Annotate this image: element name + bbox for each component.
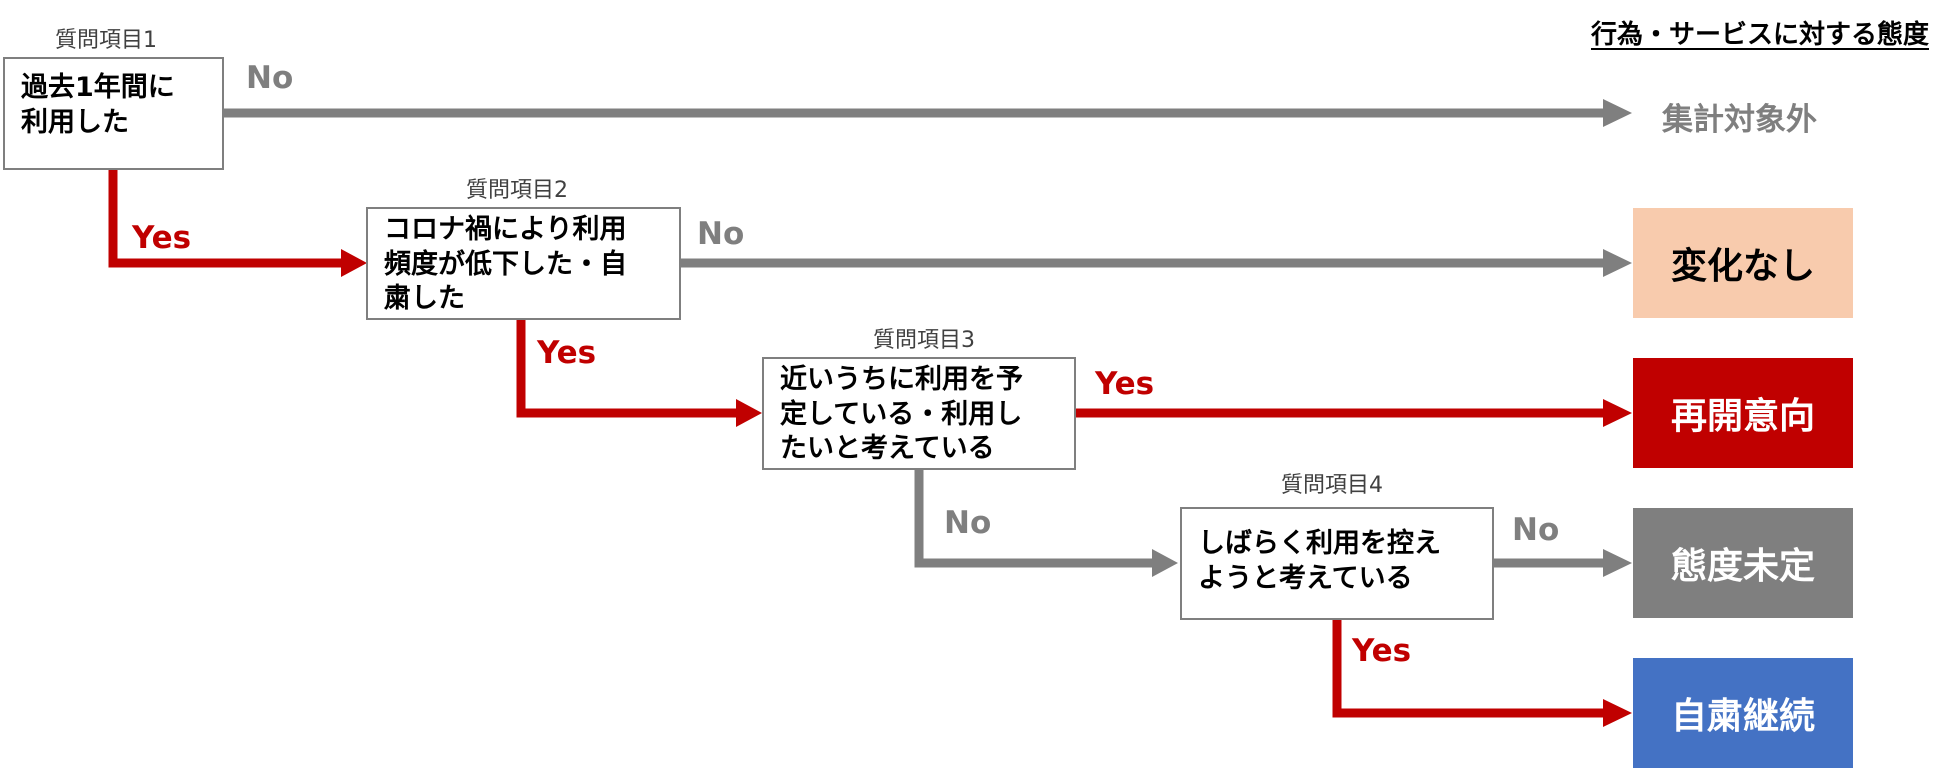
question-2-line-2: 頻度が低下した・自	[384, 248, 627, 280]
outcome-undecided: 態度未定	[1633, 508, 1853, 618]
q1-no-connector	[224, 99, 1632, 127]
question-3-line-2: 定している・利用し	[780, 398, 1023, 430]
q2-yes-label: Yes	[537, 335, 597, 371]
question-4-label: 質問項目4	[1281, 473, 1383, 498]
q1-yes-label: Yes	[132, 220, 192, 256]
question-4-line-1: しばらく利用を控え	[1198, 528, 1441, 559]
q4-no-connector	[1494, 549, 1632, 577]
outcome-no-change: 変化なし	[1633, 208, 1853, 318]
question-1-line-1: 過去1年間に	[21, 72, 175, 103]
question-1-label: 質問項目1	[55, 28, 157, 53]
q1-yes-connector	[108, 170, 367, 277]
q3-no-connector	[914, 470, 1178, 577]
q3-yes-connector	[1076, 399, 1632, 427]
outcome-continue-restraint: 自粛継続	[1633, 658, 1853, 768]
question-3-line-3: たいと考えている	[780, 433, 995, 465]
q3-yes-label: Yes	[1095, 366, 1155, 402]
question-4-box: しばらく利用を控え ようと考えている	[1180, 507, 1494, 620]
q2-no-label: No	[697, 216, 745, 252]
question-2-label: 質問項目2	[466, 178, 568, 203]
q4-yes-label: Yes	[1352, 633, 1412, 669]
q2-yes-connector	[516, 320, 762, 427]
question-2-box: コロナ禍により利用 頻度が低下した・自 粛した	[366, 207, 681, 320]
question-2-line-1: コロナ禍により利用	[384, 214, 627, 245]
question-3-label: 質問項目3	[873, 328, 975, 353]
legend-title: 行為・サービスに対する態度	[1590, 20, 1929, 50]
outcome-excluded: 集計対象外	[1662, 102, 1817, 138]
q4-yes-connector	[1332, 620, 1632, 727]
q4-no-label: No	[1512, 512, 1560, 548]
question-1-line-2: 利用した	[21, 106, 129, 138]
question-3-line-1: 近いうちに利用を予	[780, 364, 1023, 395]
q1-no-label: No	[246, 60, 294, 96]
question-1-box: 過去1年間に 利用した	[3, 57, 224, 170]
outcome-resume: 再開意向	[1633, 358, 1853, 468]
q2-no-connector	[681, 249, 1632, 277]
question-2-line-3: 粛した	[384, 283, 465, 315]
question-4-line-2: ようと考えている	[1198, 562, 1413, 594]
q3-no-label: No	[944, 505, 992, 541]
question-3-box: 近いうちに利用を予 定している・利用し たいと考えている	[762, 357, 1076, 470]
